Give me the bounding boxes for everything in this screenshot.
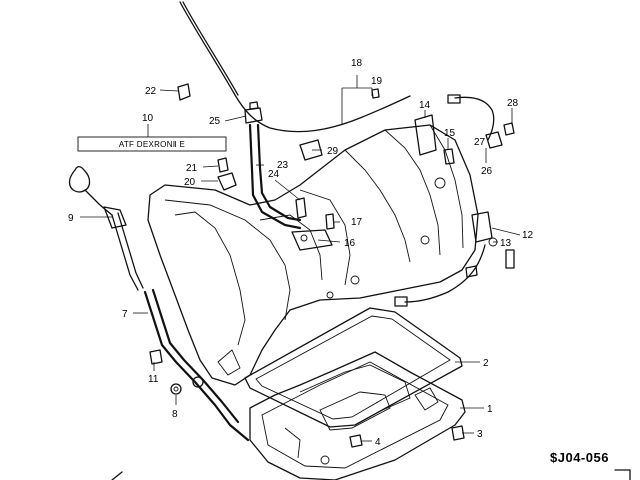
oil-pan-gasket xyxy=(244,307,463,428)
label-3: 3 xyxy=(477,429,483,440)
corner-arrow xyxy=(111,471,123,480)
label-12: 12 xyxy=(522,230,534,241)
bolt-15 xyxy=(443,148,455,165)
dipstick xyxy=(111,214,139,291)
label-4: 4 xyxy=(375,437,381,448)
fitting-20 xyxy=(217,172,237,191)
bracket-16 xyxy=(291,229,333,251)
label-10: 10 xyxy=(142,113,154,124)
corner-mark xyxy=(614,469,631,480)
vent-hose xyxy=(248,123,302,230)
label-16: 16 xyxy=(344,238,356,249)
label-25: 25 xyxy=(209,116,221,127)
label-13: 13 xyxy=(500,238,512,249)
cable-18 xyxy=(179,1,411,133)
sensor-wire-26 xyxy=(454,96,495,141)
label-23: 23 xyxy=(277,160,289,171)
fitting-22 xyxy=(177,83,191,101)
drain-bolt-3 xyxy=(451,425,465,441)
diagram-code: $J04-056 xyxy=(550,450,609,465)
filler-tube xyxy=(143,290,250,442)
label-17: 17 xyxy=(351,217,363,228)
fluid-note: ATF DEXRONⅡ E xyxy=(119,140,185,149)
speed-sensor-12 xyxy=(394,211,515,307)
label-28: 28 xyxy=(507,98,519,109)
label-24: 24 xyxy=(268,169,280,180)
label-27: 27 xyxy=(474,137,486,148)
fluid-note-box xyxy=(77,136,227,152)
label-8: 8 xyxy=(172,409,178,420)
label-7: 7 xyxy=(122,309,128,320)
fitting-25 xyxy=(244,101,263,124)
label-14: 14 xyxy=(419,100,431,111)
oil-pan xyxy=(249,351,466,480)
transmission-case xyxy=(147,124,479,386)
label-20: 20 xyxy=(184,177,196,188)
label-1: 1 xyxy=(487,404,493,415)
label-21: 21 xyxy=(186,163,198,174)
gasket-8 xyxy=(170,383,182,395)
clip-4 xyxy=(349,434,363,448)
label-2: 2 xyxy=(483,358,489,369)
label-11: 11 xyxy=(148,374,159,385)
clip-29 xyxy=(299,139,323,161)
label-19: 19 xyxy=(371,76,383,87)
bracket-14 xyxy=(414,114,437,156)
label-9: 9 xyxy=(68,213,74,224)
leader-lines xyxy=(80,75,521,442)
ring-7b xyxy=(192,376,204,388)
bolt-19 xyxy=(371,88,380,99)
label-29: 29 xyxy=(327,146,339,157)
label-22: 22 xyxy=(145,86,157,97)
label-26: 26 xyxy=(481,166,493,177)
bolt-21 xyxy=(217,157,229,173)
bolt-17 xyxy=(325,213,335,230)
bolt-11 xyxy=(149,349,163,365)
clamp-24 xyxy=(295,197,307,219)
label-18: 18 xyxy=(351,58,363,69)
label-15: 15 xyxy=(444,128,456,139)
